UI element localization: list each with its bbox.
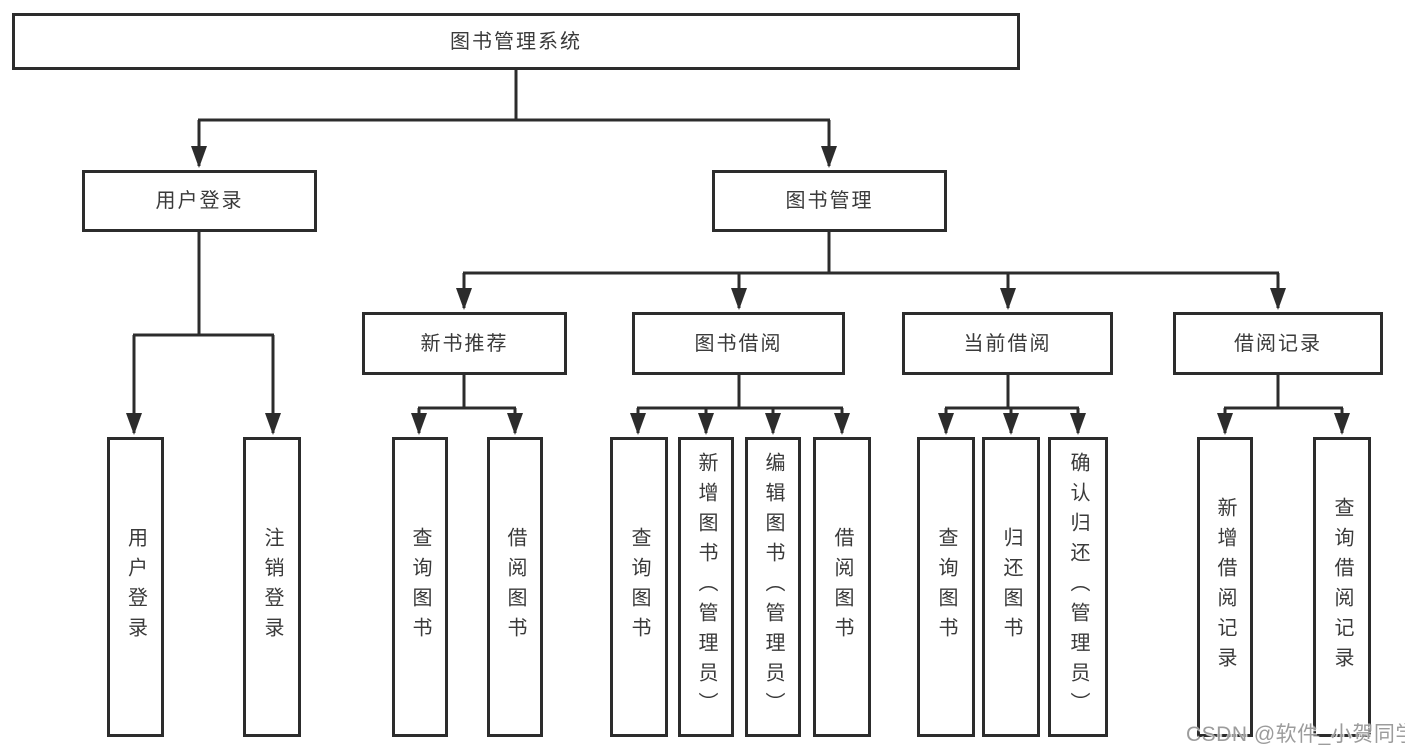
node-label: 查询借阅记录: [1331, 497, 1353, 677]
node-label: 当前借阅: [963, 332, 1052, 355]
leaf-currentborrow-return-books: 归还图书: [982, 437, 1040, 737]
node-current-borrow: 当前借阅: [902, 312, 1113, 375]
leaf-newbooks-borrow-books: 借阅图书: [487, 437, 543, 737]
node-label: 新书推荐: [420, 332, 509, 355]
leaf-logout-login: 注销登录: [243, 437, 301, 737]
node-label: 确认归还（管理员）: [1067, 452, 1089, 722]
leaf-bookborrow-borrow-books: 借阅图书: [813, 437, 871, 737]
leaf-newbooks-query-books: 查询图书: [392, 437, 448, 737]
node-label: 借阅记录: [1234, 332, 1322, 355]
node-label: 编辑图书（管理员）: [762, 452, 784, 722]
node-label: 归还图书: [1000, 527, 1022, 647]
node-root-system: 图书管理系统: [12, 13, 1020, 70]
node-label: 查询图书: [935, 527, 957, 647]
node-label: 借阅图书: [831, 527, 853, 647]
leaf-currentborrow-query-books: 查询图书: [917, 437, 975, 737]
node-label: 图书管理: [785, 190, 874, 212]
node-label: 查询图书: [409, 527, 431, 647]
watermark-text: CSDN @软件_小贺同学: [1186, 723, 1405, 746]
node-label: 用户登录: [124, 527, 147, 647]
node-label: 用户登录: [155, 190, 244, 212]
node-label: 图书借阅: [694, 332, 783, 355]
leaf-bookborrow-query-books: 查询图书: [610, 437, 668, 737]
leaf-records-query-borrow-record: 查询借阅记录: [1313, 437, 1371, 737]
node-book-borrow: 图书借阅: [632, 312, 845, 375]
node-label: 借阅图书: [504, 527, 526, 647]
node-new-book-recommend: 新书推荐: [362, 312, 567, 375]
leaf-records-add-borrow-record: 新增借阅记录: [1197, 437, 1253, 737]
node-label: 图书管理系统: [450, 30, 582, 53]
leaf-currentborrow-confirm-return-admin: 确认归还（管理员）: [1048, 437, 1108, 737]
node-book-management: 图书管理: [712, 170, 947, 232]
node-label: 新增借阅记录: [1214, 497, 1236, 677]
leaf-bookborrow-add-books-admin: 新增图书（管理员）: [678, 437, 734, 737]
node-borrow-records: 借阅记录: [1173, 312, 1383, 375]
node-user-login: 用户登录: [82, 170, 317, 232]
node-label: 注销登录: [261, 527, 283, 647]
node-label: 新增图书（管理员）: [695, 452, 717, 722]
node-label: 查询图书: [628, 527, 650, 647]
leaf-bookborrow-edit-books-admin: 编辑图书（管理员）: [745, 437, 801, 737]
leaf-user-login: 用户登录: [107, 437, 164, 737]
